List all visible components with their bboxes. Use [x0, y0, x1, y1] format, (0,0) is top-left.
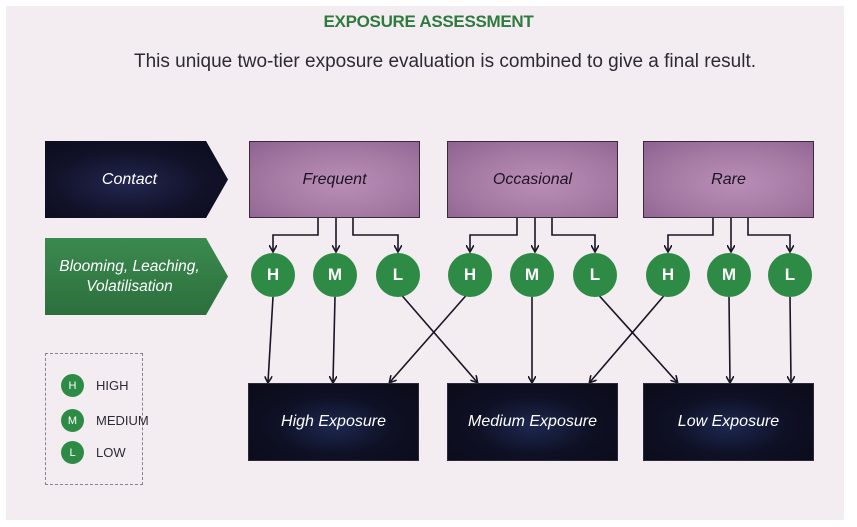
connector-frequent-to-low [352, 218, 398, 251]
connector-occasional-to-high [470, 218, 518, 251]
level-circle-occasional-medium: M [510, 253, 554, 297]
connector-rare-m-to-result [729, 296, 730, 382]
connector-frequent-m-to-result [333, 296, 335, 382]
connector-occasional-h-to-result [390, 290, 471, 382]
connector-occasional-to-low [551, 218, 595, 251]
level-circle-rare-medium: M [707, 253, 751, 297]
connector-rare-to-high [668, 218, 714, 251]
level-circle-occasional-low: L [573, 253, 617, 297]
frequency-box-frequent: Frequent [249, 141, 420, 218]
legend-label: MEDIUM [96, 413, 149, 428]
connector-frequent-l-to-result [397, 290, 477, 382]
level-circle-frequent-medium: M [313, 253, 357, 297]
level-circle-frequent-high: H [251, 253, 295, 297]
connector-occasional-l-to-result [594, 290, 677, 382]
connector-frequent-to-high [273, 218, 319, 251]
legend-symbol: M [61, 409, 84, 432]
connector-rare-h-to-result [590, 290, 669, 382]
result-box-high-exposure: High Exposure [248, 383, 419, 461]
level-circle-frequent-low: L [376, 253, 420, 297]
frequency-box-occasional: Occasional [447, 141, 618, 218]
legend-label: HIGH [96, 378, 129, 393]
frequency-label: Frequent [302, 170, 367, 188]
diagram-subtitle: This unique two-tier exposure evaluation… [133, 51, 757, 72]
diagram-title: EXPOSURE ASSESSMENT [323, 12, 534, 31]
legend-item-medium: M MEDIUM [61, 409, 149, 432]
result-label: High Exposure [281, 413, 386, 430]
level-circle-rare-low: L [768, 253, 812, 297]
factor-row-label: Blooming, Leaching, Volatilisation [45, 238, 228, 315]
factor-label-line2: Volatilisation [86, 277, 173, 295]
result-box-low-exposure: Low Exposure [643, 383, 814, 461]
result-label: Medium Exposure [468, 413, 597, 430]
connector-rare-to-low [747, 218, 790, 251]
result-label: Low Exposure [677, 413, 780, 430]
legend-item-low: L LOW [61, 441, 126, 464]
legend-label: LOW [96, 445, 126, 460]
frequency-label: Rare [711, 170, 746, 188]
level-circle-rare-high: H [646, 253, 690, 297]
connector-rare-l-to-result [790, 296, 791, 382]
legend-symbol: H [61, 374, 84, 397]
result-box-medium-exposure: Medium Exposure [447, 383, 618, 461]
frequency-box-rare: Rare [643, 141, 814, 218]
frequency-label: Occasional [492, 170, 573, 188]
connector-frequent-h-to-result [268, 296, 274, 382]
factor-label-line1: Blooming, Leaching, [59, 257, 200, 275]
contact-row-label: Contact [45, 141, 228, 218]
legend-item-high: H HIGH [61, 374, 129, 397]
level-circle-occasional-high: H [448, 253, 492, 297]
factor-label: Blooming, Leaching, Volatilisation [59, 257, 199, 297]
contact-label: Contact [101, 170, 158, 188]
legend-symbol: L [61, 441, 84, 464]
legend: H HIGH M MEDIUM L LOW [45, 353, 149, 485]
